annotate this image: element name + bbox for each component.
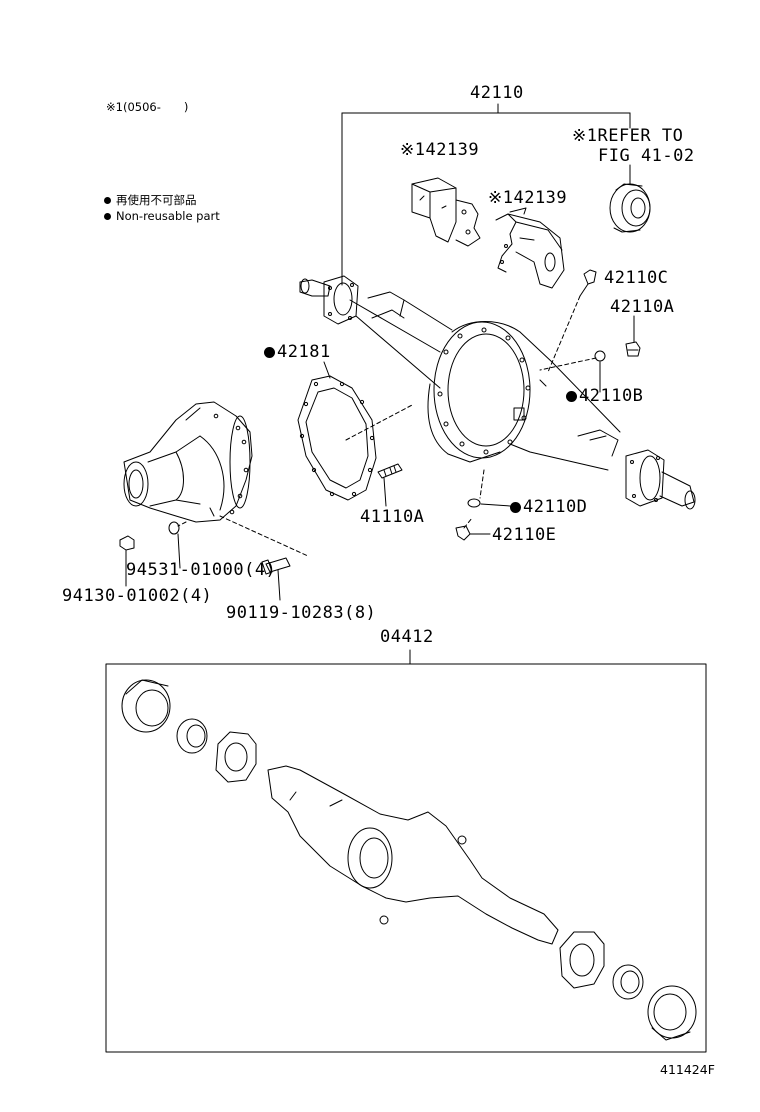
label-04412: 04412 [380, 627, 434, 647]
gasket-42110d [468, 499, 510, 507]
carrier-gasket-42181 [298, 362, 376, 500]
legend-jp: 再使用不可部品 [104, 193, 197, 207]
carrier-leaders [178, 516, 308, 556]
label-42110d-text: 42110D [523, 497, 588, 517]
non-reusable-bullet-icon [510, 502, 521, 513]
label-42181-text: 42181 [277, 342, 331, 362]
differential-carrier [124, 402, 252, 522]
kit-bearing-right [613, 965, 643, 999]
stud-41110a [378, 464, 402, 506]
plug-42110a [626, 316, 640, 356]
figure-code: 411424F [660, 1062, 715, 1077]
label-refer-line2: FIG 41-02 [598, 146, 695, 166]
bullet-icon [104, 213, 111, 220]
label-42110b: 42110B [566, 386, 643, 406]
leader-42110 [342, 104, 630, 285]
cover-42139-left [412, 178, 480, 246]
kit-oil-seal-left [122, 680, 170, 732]
gasket-42110b [595, 351, 605, 392]
kit-spacer-right [560, 932, 604, 988]
plug-42110e [456, 526, 490, 540]
kit-frame [106, 664, 706, 1052]
dashed-leaders [346, 296, 596, 528]
label-42110d: 42110D [510, 497, 587, 517]
label-94130: 94130-01002(4) [62, 586, 213, 606]
label-41110a: 41110A [360, 507, 425, 527]
label-42110a: 42110A [610, 297, 675, 317]
label-94531: 94531-01000(4) [126, 560, 277, 580]
legend-en-text: Non-reusable part [116, 209, 220, 223]
non-reusable-bullet-icon [566, 391, 577, 402]
label-42110: 42110 [470, 83, 524, 103]
label-90119: 90119-10283(8) [226, 603, 377, 623]
bolt-90119 [262, 558, 290, 600]
kit-axle-housing [268, 766, 558, 944]
label-42139-right: ※142139 [488, 188, 568, 208]
label-refer-line1: ※1REFER TO [572, 126, 684, 146]
nut-94130 [120, 536, 134, 586]
non-reusable-bullet-icon [264, 347, 275, 358]
legend-jp-text: 再使用不可部品 [116, 193, 197, 207]
label-42181: 42181 [264, 342, 331, 362]
bullet-icon [104, 197, 111, 204]
hub-bearing [610, 165, 650, 232]
plug-42110c [580, 270, 596, 296]
kit-spacer-left [216, 732, 256, 782]
kit-oil-seal-right [648, 986, 696, 1040]
label-42110b-text: 42110B [579, 386, 644, 406]
kit-bearing-left [177, 719, 207, 753]
label-42110e: 42110E [492, 525, 557, 545]
note-range: ※1(0506- ) [106, 100, 189, 114]
label-42139-left: ※142139 [400, 140, 480, 160]
washer-94531 [169, 522, 180, 568]
cover-42139-right [496, 208, 564, 288]
label-42110c: 42110C [604, 268, 669, 288]
legend-en: Non-reusable part [104, 209, 220, 223]
